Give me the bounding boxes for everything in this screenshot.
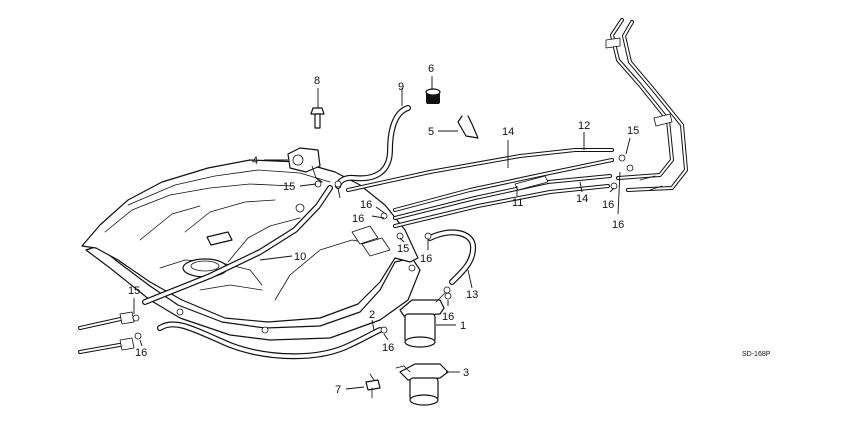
- callout-10: 10: [294, 251, 306, 263]
- diagram-code: SD-168P: [742, 351, 771, 358]
- fuel-tank: [81, 159, 421, 341]
- callout-2: 2: [369, 309, 375, 321]
- callout-15-valve: 15: [283, 181, 295, 193]
- callout-16-center: 16: [420, 253, 432, 265]
- callout-14-lower: 14: [576, 193, 588, 205]
- fuel-hose-10: [142, 185, 333, 305]
- callout-16-right-2: 16: [612, 219, 624, 231]
- callout-14-upper: 14: [502, 126, 514, 138]
- callout-13: 13: [466, 289, 478, 301]
- callout-6: 6: [428, 63, 434, 75]
- clip-5: [457, 115, 479, 139]
- callout-3: 3: [463, 367, 469, 379]
- fuel-hose-9: [335, 105, 411, 189]
- callout-16-pump: 16: [382, 342, 394, 354]
- fuel-hose-2: [157, 321, 383, 360]
- callout-16-right: 16: [602, 199, 614, 211]
- grommet-6: [425, 88, 441, 104]
- bolt-7: [365, 373, 381, 399]
- valve-4: [287, 147, 323, 183]
- callout-5: 5: [428, 126, 434, 138]
- callout-16-tank-2: 16: [352, 213, 364, 225]
- fuel-pipe-bundle: [346, 148, 614, 228]
- callout-12: 12: [578, 120, 590, 132]
- callout-16-filter: 16: [442, 311, 454, 323]
- callout-4: 4: [252, 155, 258, 167]
- callout-16-left: 16: [135, 347, 147, 359]
- fuel-line-riser: [605, 18, 688, 192]
- bolt-8: [310, 107, 325, 129]
- callout-8: 8: [314, 75, 320, 87]
- hose-clamps: [132, 154, 634, 340]
- leader-lines: [133, 76, 631, 390]
- callout-1: 1: [460, 320, 466, 332]
- callout-11: 11: [512, 197, 523, 209]
- callout-15-left: 15: [128, 285, 140, 297]
- fuel-pump-3: [395, 363, 449, 406]
- callout-15-center: 15: [397, 243, 409, 255]
- callout-9: 9: [398, 81, 404, 93]
- callout-15-right: 15: [627, 125, 639, 137]
- fuel-filter-1: [399, 286, 451, 348]
- fuel-hose-13: [427, 229, 477, 285]
- callout-16-tank: 16: [360, 199, 372, 211]
- left-hose-stubs: [78, 311, 135, 354]
- callout-7: 7: [335, 384, 341, 396]
